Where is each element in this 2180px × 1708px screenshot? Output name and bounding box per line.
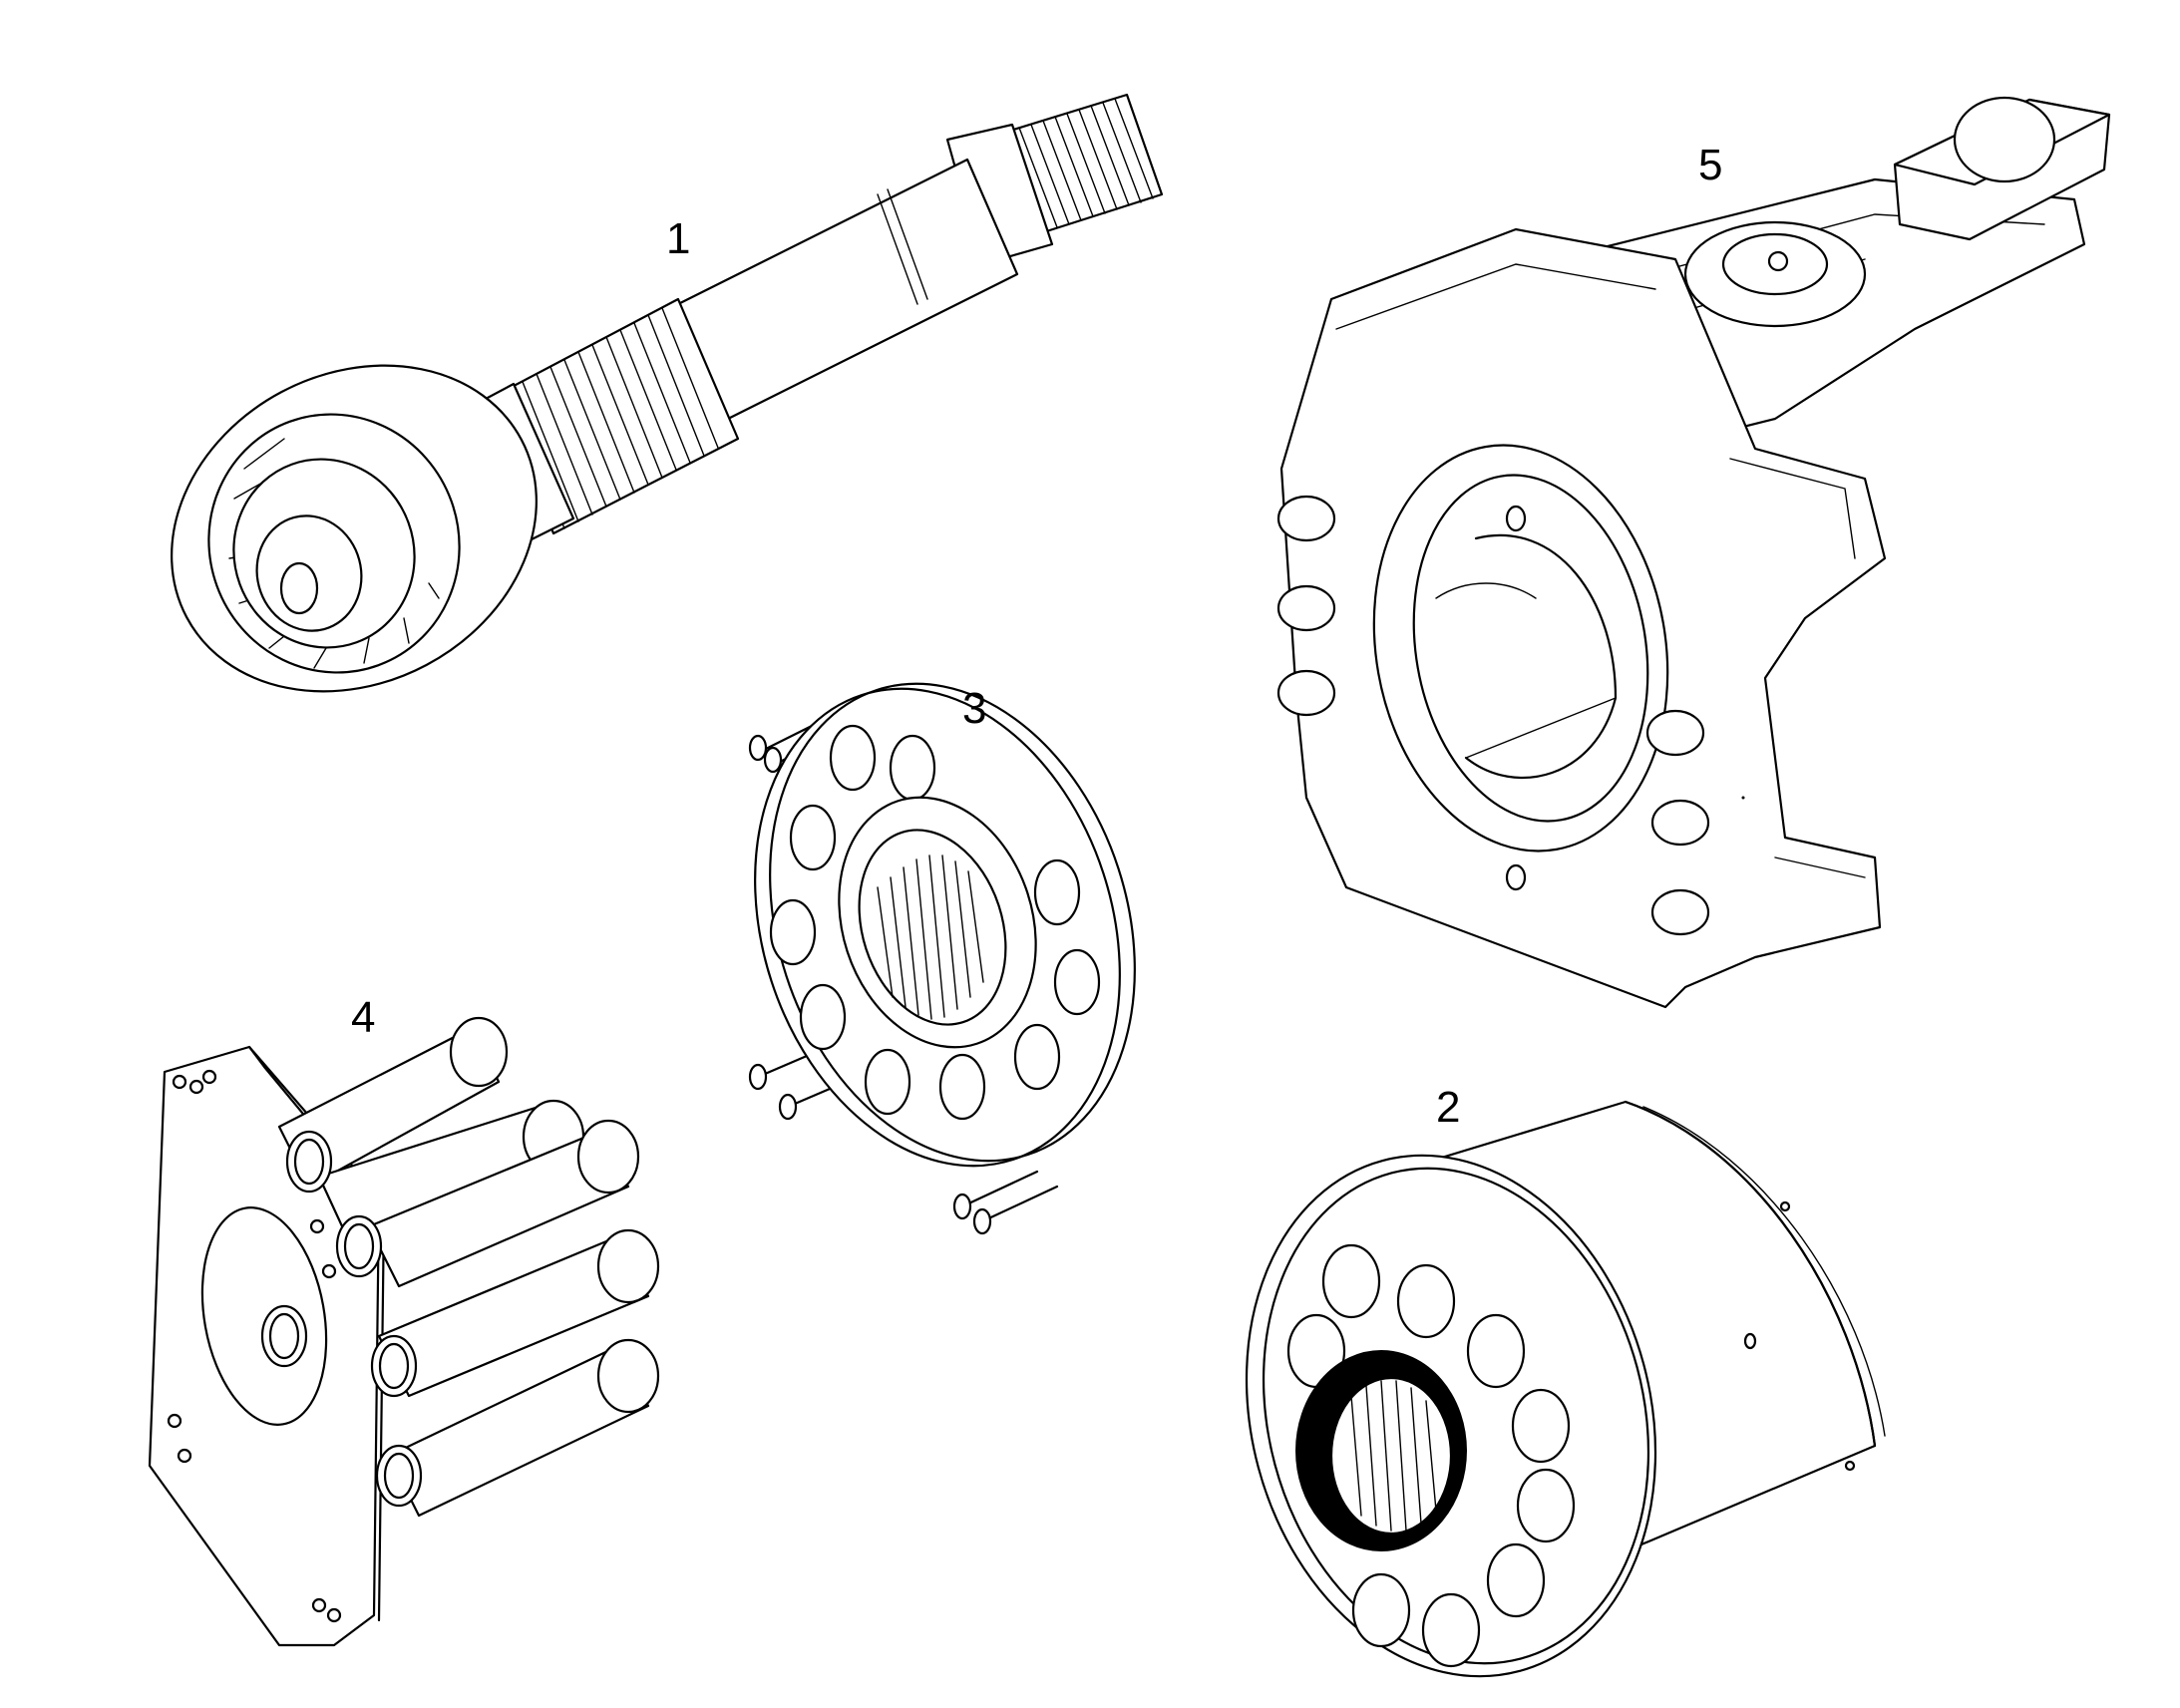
callout-4: 4 <box>351 993 375 1042</box>
part-3-retainer-plate <box>748 682 1136 1235</box>
callout-1: 1 <box>666 214 690 263</box>
callout-2: 2 <box>1436 1083 1460 1132</box>
callout-3: 3 <box>962 684 986 733</box>
part-4-piston-assembly <box>148 1016 660 1647</box>
part-5-housing <box>1276 96 2111 1009</box>
callout-5: 5 <box>1698 141 1722 189</box>
part-1-drive-shaft <box>171 93 1164 693</box>
part-2-cylinder-block <box>1245 1100 1886 1678</box>
